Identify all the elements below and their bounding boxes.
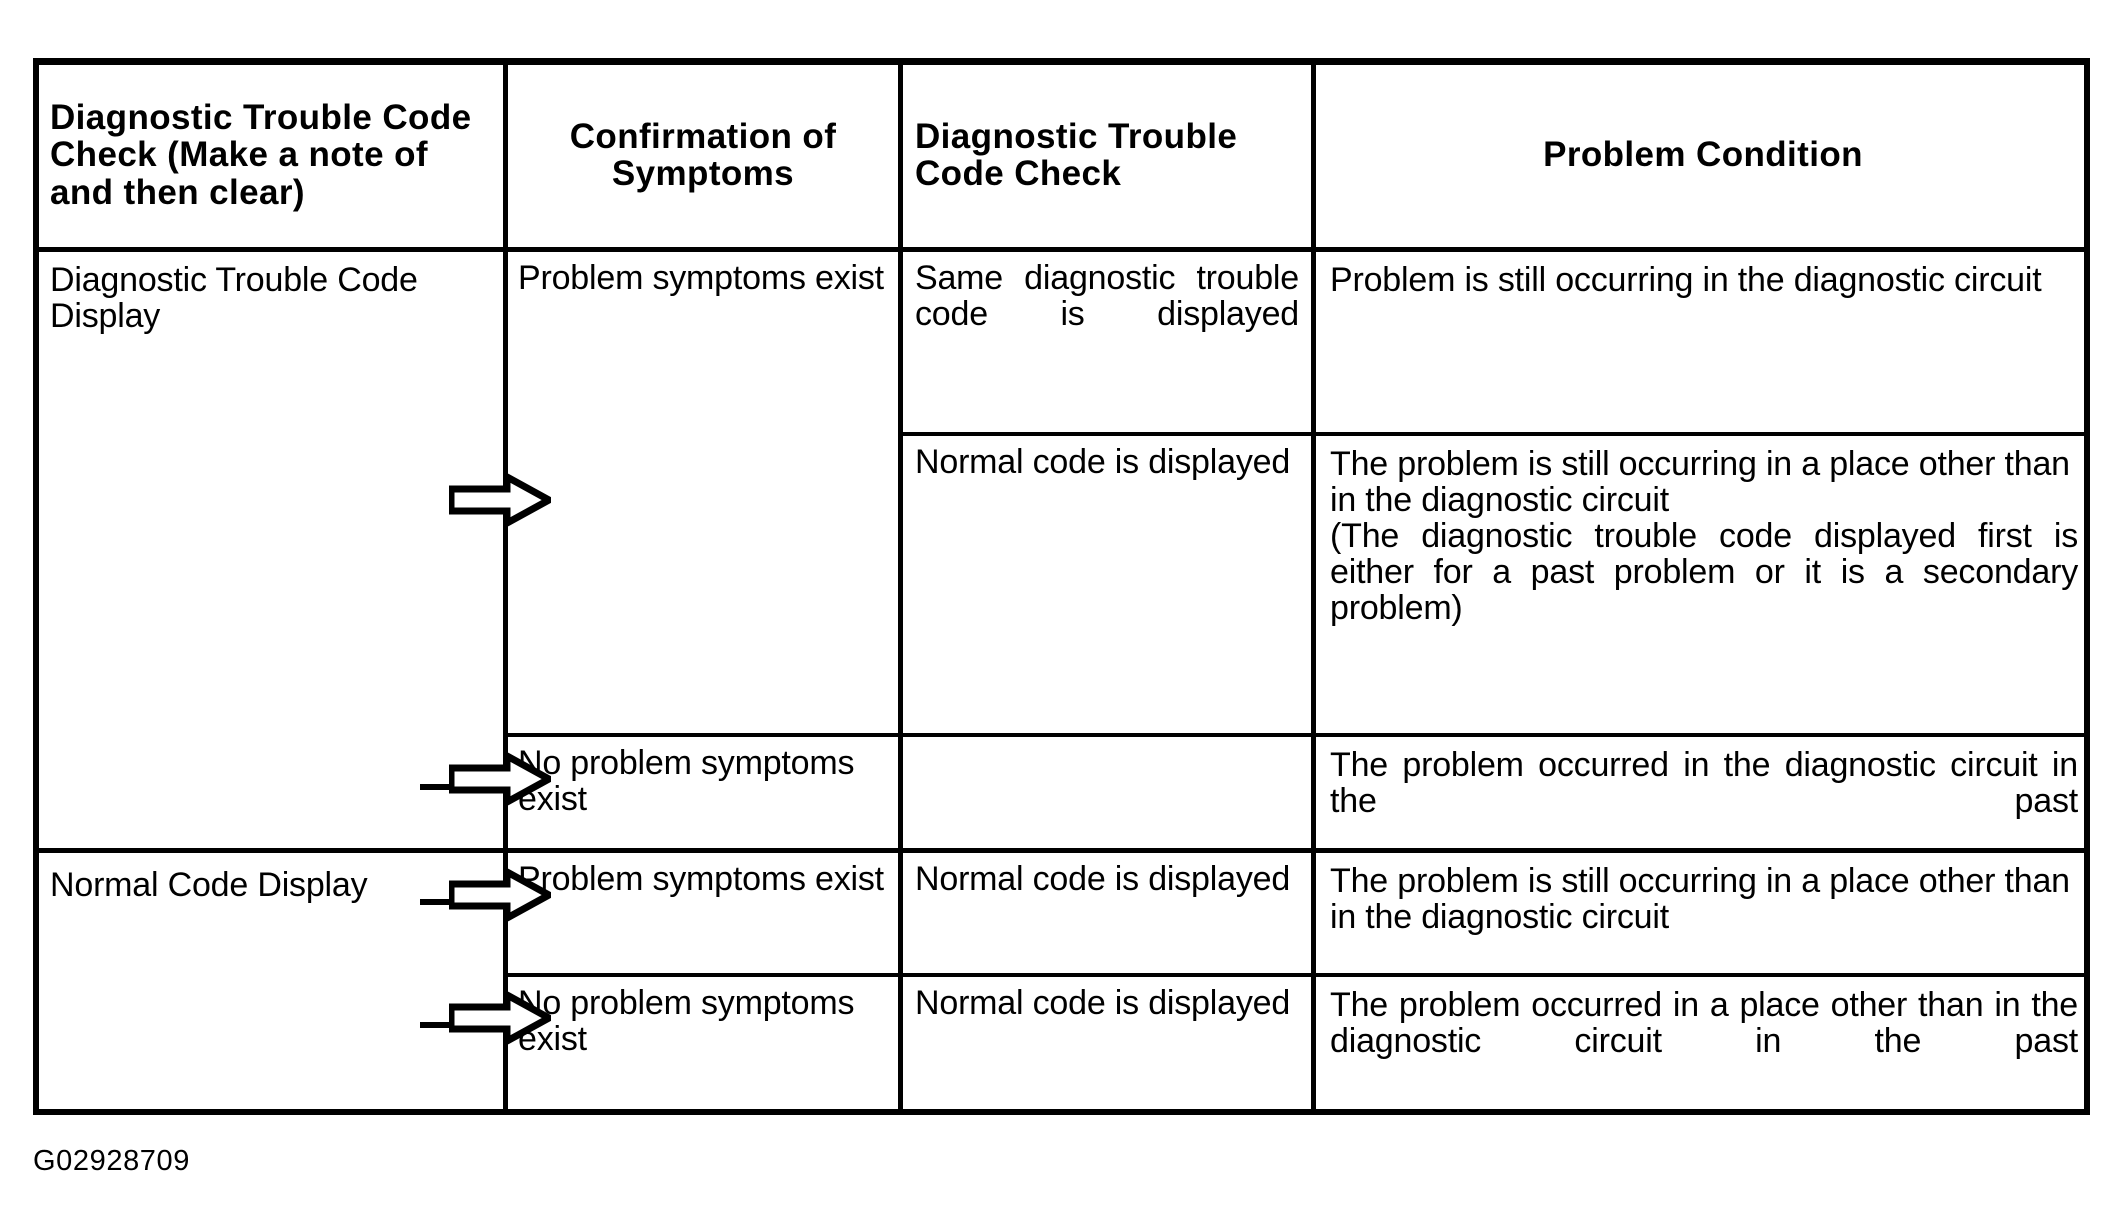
label-condition-5: The problem occurred in a place other th…	[1330, 986, 2078, 1061]
cell-problem-symptoms-exist-1: Problem symptoms exist	[508, 252, 898, 733]
cell-normal-code-display: Normal Code Display	[38, 853, 503, 1115]
row-rule-full-1	[33, 848, 2090, 853]
arrow-connector-stub-3	[420, 1022, 452, 1028]
label-normal-code-3: Normal code is displayed	[915, 984, 1291, 1022]
label-normal-code-display: Normal Code Display	[50, 866, 368, 904]
cell-normal-code-displayed-1: Normal code is displayed	[903, 436, 1311, 733]
label-condition-2-part1: The problem is still occurring in a plac…	[1330, 445, 2070, 520]
label-no-problem-symptoms-2: No problem symptoms exist	[518, 984, 855, 1059]
cell-diagnostic-trouble-code-display: Diagnostic Trouble Code Display	[38, 252, 503, 848]
cell-problem-condition-5: The problem occurred in a place other th…	[1316, 977, 2090, 1115]
diagnostic-table	[33, 58, 2090, 1115]
label-condition-1: Problem is still occurring in the diagno…	[1330, 261, 2042, 299]
right-arrow-outline-icon-1	[449, 473, 551, 527]
header-cell-confirmation-symptoms: Confirmation of Symptoms	[508, 63, 898, 247]
figure-caption: G02928709	[33, 1145, 190, 1177]
cell-no-problem-symptoms-exist-1: No problem symptoms exist	[508, 737, 898, 848]
label-normal-code-2: Normal code is displayed	[915, 860, 1291, 898]
label-problem-symptoms-1: Problem symptoms exist	[518, 259, 884, 297]
label-problem-symptoms-2: Problem symptoms exist	[518, 860, 884, 898]
label-same-dtc: Same diagnostic trouble code is displaye…	[915, 259, 1299, 334]
cell-problem-symptoms-exist-2: Problem symptoms exist	[508, 853, 898, 973]
header-label-3: Diagnostic Trouble Code Check	[915, 116, 1238, 193]
header-label-4: Problem Condition	[1543, 135, 1863, 175]
header-cell-problem-condition: Problem Condition	[1316, 63, 2090, 247]
row-rule-c2-2	[503, 973, 2090, 977]
cell-no-problem-symptoms-exist-2: No problem symptoms exist	[508, 977, 898, 1115]
label-code-display: Diagnostic Trouble Code Display	[50, 261, 418, 336]
right-arrow-outline-icon-3	[449, 868, 551, 922]
cell-normal-code-displayed-3: Normal code is displayed	[903, 977, 1311, 1115]
label-condition-3: The problem occurred in the diagnostic c…	[1330, 746, 2078, 821]
right-arrow-outline-icon-2	[449, 752, 551, 806]
arrow-connector-stub-1	[420, 784, 452, 790]
col-divider-3	[1311, 58, 1316, 1115]
row-rule-c3-1	[898, 432, 2090, 436]
cell-problem-condition-3: The problem occurred in the diagnostic c…	[1316, 737, 2090, 848]
cell-same-dtc-displayed: Same diagnostic trouble code is displaye…	[903, 252, 1311, 432]
header-cell-dtc-check: Diagnostic Trouble Code Check	[903, 63, 1311, 247]
header-label-2: Confirmation of Symptoms	[569, 116, 837, 193]
header-bottom-rule	[33, 247, 2090, 252]
header-cell-dtc-check-clear: Diagnostic Trouble Code Check (Make a no…	[38, 63, 503, 247]
cell-problem-condition-2: The problem is still occurring in a plac…	[1316, 436, 2090, 733]
right-arrow-outline-icon-4	[449, 991, 551, 1045]
col-divider-1	[503, 58, 508, 1115]
col-divider-2	[898, 58, 903, 1115]
cell-problem-condition-1: Problem is still occurring in the diagno…	[1316, 252, 2090, 432]
row-rule-c2-1	[503, 733, 2090, 737]
arrow-connector-stub-2	[420, 899, 452, 905]
label-condition-4: The problem is still occurring in a plac…	[1330, 862, 2070, 937]
label-normal-code-1: Normal code is displayed	[915, 443, 1291, 481]
label-condition-2-part2: (The diagnostic trouble code displayed f…	[1330, 517, 2078, 628]
label-no-problem-symptoms-1: No problem symptoms exist	[518, 744, 855, 819]
cell-problem-condition-4: The problem is still occurring in a plac…	[1316, 853, 2090, 973]
header-label-1: Diagnostic Trouble Code Check (Make a no…	[50, 98, 472, 212]
cell-normal-code-displayed-2: Normal code is displayed	[903, 853, 1311, 973]
